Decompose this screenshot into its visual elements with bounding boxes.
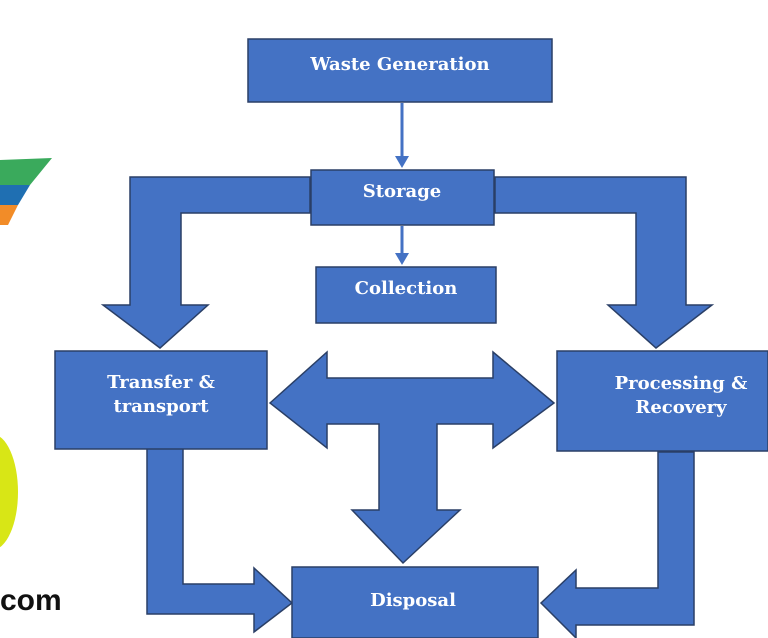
label-storage: Storage (363, 181, 442, 202)
watermark-text: com (0, 584, 62, 617)
node-waste-generation (247, 38, 553, 103)
partial-logo (0, 158, 52, 548)
node-disposal (291, 566, 539, 638)
label-processing-line2: Recovery (635, 397, 727, 418)
label-processing-line1: Processing & (615, 373, 748, 394)
label-transfer-line2: transport (113, 396, 209, 417)
arrow-processing-to-disposal (539, 451, 695, 638)
node-collection (315, 266, 497, 324)
arrow-generation-to-storage (395, 103, 409, 168)
node-transfer-transport (54, 350, 268, 450)
arrow-transfer-processing-disposal (268, 350, 556, 565)
node-storage (310, 169, 495, 226)
arrow-transfer-to-disposal (146, 447, 294, 634)
arrow-storage-to-processing (494, 176, 715, 349)
arrow-storage-to-collection (395, 226, 409, 265)
label-transfer-line1: Transfer & (107, 372, 215, 393)
label-waste-generation: Waste Generation (309, 54, 489, 75)
label-collection: Collection (355, 278, 458, 299)
node-processing-recovery (556, 350, 768, 452)
label-disposal: Disposal (370, 590, 456, 611)
arrow-storage-to-transfer (100, 176, 311, 349)
